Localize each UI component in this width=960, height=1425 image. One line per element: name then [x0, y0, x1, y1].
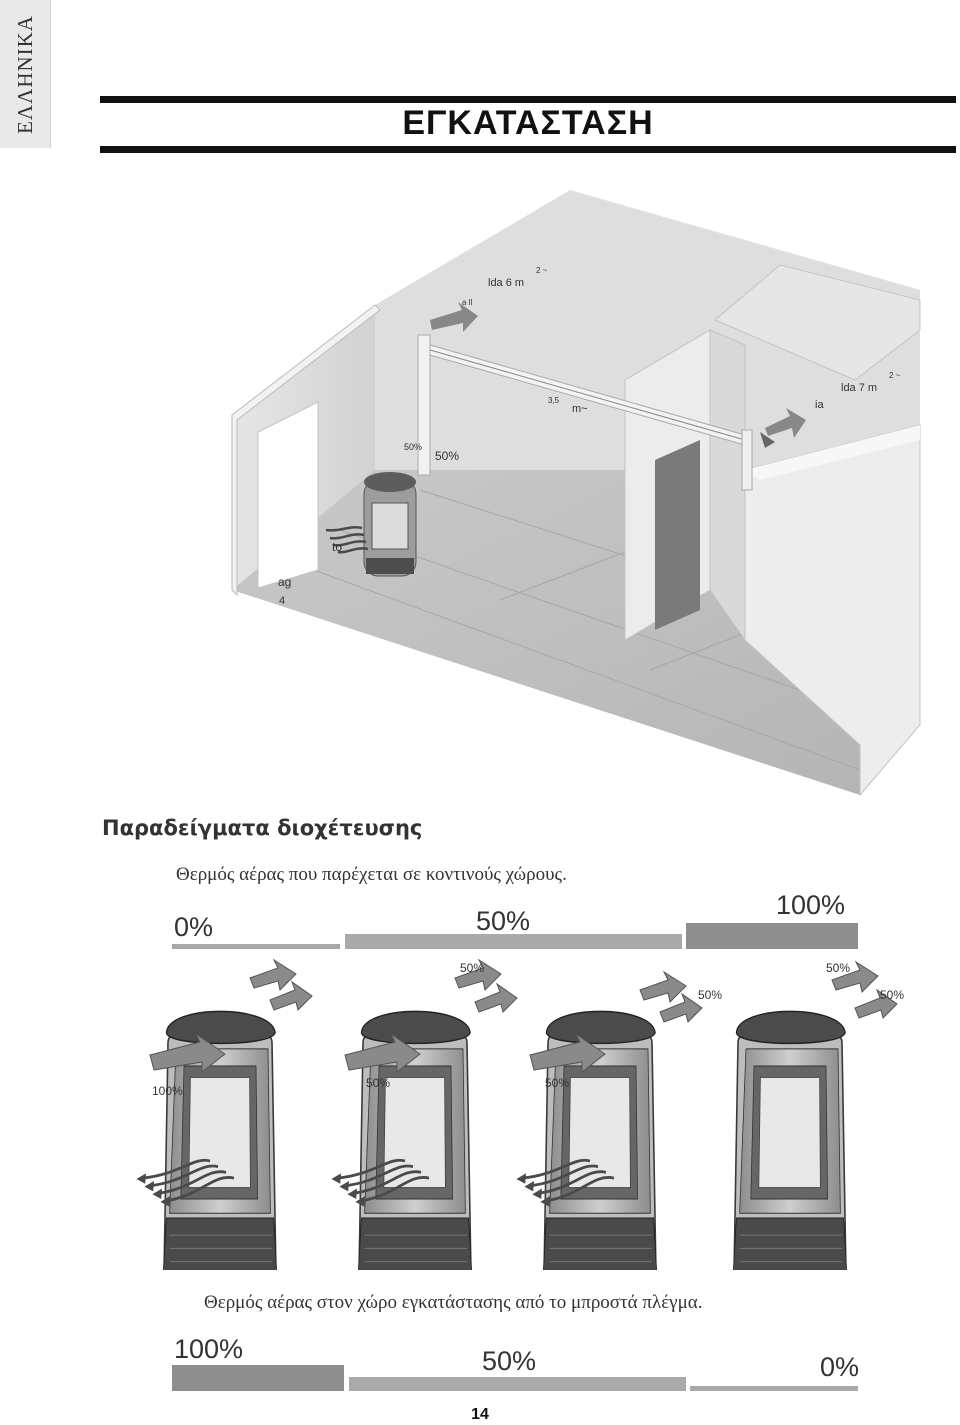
stove3-back-label: 50%: [698, 988, 722, 1002]
stove1-front-label: 100%: [152, 1084, 183, 1098]
lower-bar-3: [690, 1386, 858, 1391]
stove-diagrams: 100% 50% 50% 50% 50% 50% 50%: [134, 958, 904, 1270]
room2-label: lda 7 m: [841, 382, 877, 394]
title-rule-top: [100, 96, 956, 103]
svg-text:to: to: [332, 540, 342, 554]
upper-level-1: 0%: [174, 912, 214, 942]
title-rule-bottom: [100, 146, 956, 153]
stove2-front-label: 50%: [366, 1076, 390, 1090]
lower-level-2: 50%: [482, 1346, 537, 1376]
upper-level-3: 100%: [776, 890, 846, 920]
svg-text:4: 4: [279, 595, 285, 607]
page-number: 14: [471, 1406, 489, 1423]
svg-text:2 ~: 2 ~: [889, 371, 901, 380]
back-wall: [375, 190, 920, 470]
language-label: ΕΛΛΗΝΙΚΑ: [12, 14, 37, 134]
upper-caption: Θερμός αέρας που παρέχεται σε κοντινούς …: [176, 864, 567, 885]
stove2-top-label: 50%: [460, 961, 484, 975]
upper-bar-1: [172, 944, 340, 949]
lower-level-1: 100%: [174, 1334, 244, 1364]
section-heading: Παραδείγματα διοχέτευσης: [102, 816, 423, 840]
language-tab: ΕΛΛΗΝΙΚΑ: [0, 0, 51, 148]
room1-label: lda 6 m: [488, 277, 524, 289]
svg-text:m~: m~: [572, 403, 588, 415]
svg-text:a ll: a ll: [462, 298, 472, 307]
stove4-top-label: 50%: [826, 961, 850, 975]
upper-bar-2: [345, 934, 682, 949]
lower-level-3: 0%: [820, 1352, 860, 1382]
upper-level-2: 50%: [476, 906, 531, 936]
stove4-back-label: 50%: [880, 988, 904, 1002]
svg-text:50%: 50%: [404, 442, 422, 452]
stove3-front-label: 50%: [545, 1076, 569, 1090]
svg-text:ia: ia: [815, 399, 824, 411]
svg-text:50%: 50%: [435, 449, 459, 463]
upper-bar-3: [686, 923, 858, 949]
svg-text:2 ~: 2 ~: [536, 266, 548, 275]
lower-caption: Θερμός αέρας στον χώρο εγκατάστασης από …: [204, 1292, 703, 1313]
room-illustration: lda 6 m 2 ~ a ll lda 7 m 2 ~ ia 3,5 m~ 5…: [231, 190, 921, 797]
lower-bar-2: [349, 1377, 686, 1391]
svg-text:ag: ag: [278, 575, 291, 589]
lower-bar-1: [172, 1365, 344, 1391]
page-title: ΕΓΚΑΤΑΣΤΑΣΗ: [402, 104, 654, 142]
svg-text:3,5: 3,5: [548, 396, 560, 405]
